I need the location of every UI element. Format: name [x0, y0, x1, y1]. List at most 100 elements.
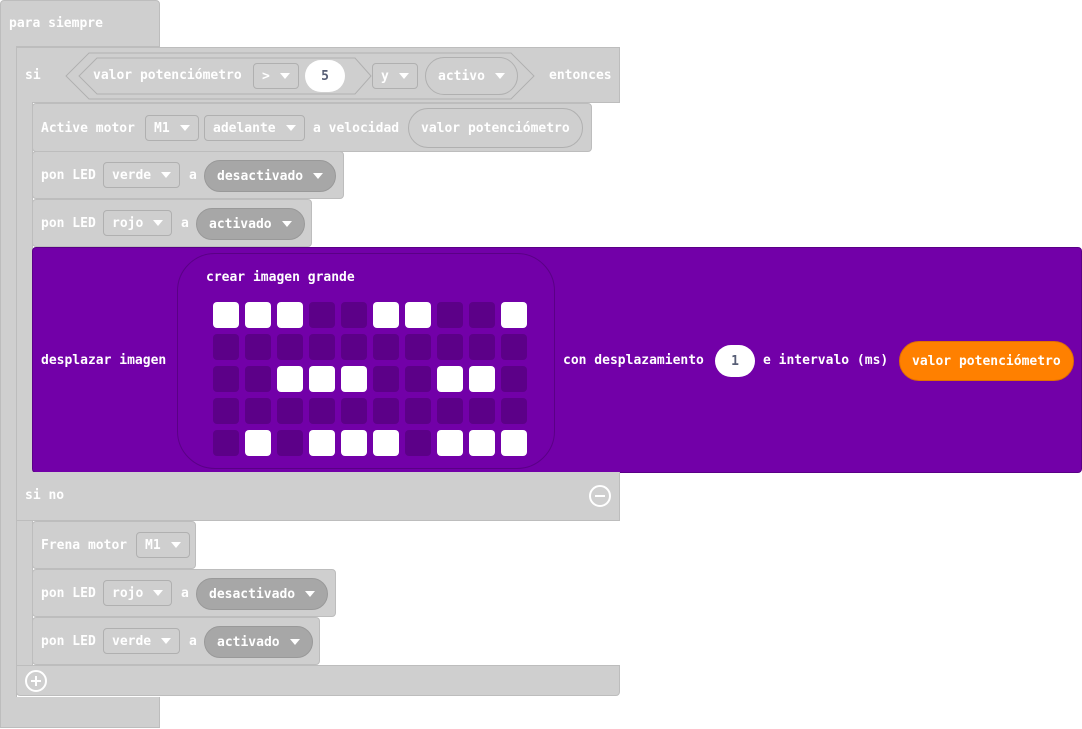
- chevron-down-icon: [153, 220, 164, 226]
- led-block[interactable]: pon LED verde a desactivado: [32, 151, 344, 199]
- led-block[interactable]: pon LED verde a activado: [32, 617, 320, 665]
- led-color-dropdown[interactable]: rojo: [103, 210, 173, 236]
- led-cell[interactable]: [277, 366, 303, 392]
- led-block[interactable]: pon LED rojo a activado: [32, 199, 312, 247]
- led-cell[interactable]: [437, 334, 463, 360]
- led-cell[interactable]: [373, 430, 399, 456]
- led-color-dropdown[interactable]: verde: [103, 162, 181, 188]
- led-cell[interactable]: [373, 398, 399, 424]
- scroll-image-block[interactable]: desplazar imagen crear imagen grande con…: [32, 247, 1082, 473]
- led-cell[interactable]: [245, 398, 271, 424]
- led-cell[interactable]: [469, 398, 495, 424]
- logic-dropdown[interactable]: y: [372, 63, 418, 89]
- big-image-reporter[interactable]: crear imagen grande: [177, 253, 555, 469]
- chevron-down-icon: [170, 542, 181, 548]
- led-cell[interactable]: [277, 302, 303, 328]
- led-state-dropdown[interactable]: desactivado: [196, 578, 329, 610]
- interval-reporter[interactable]: valor potenciómetro: [899, 341, 1074, 381]
- led-cell[interactable]: [437, 302, 463, 328]
- led-cell[interactable]: [341, 398, 367, 424]
- led-state-dropdown[interactable]: activado: [204, 626, 313, 658]
- interval-label: e intervalo (ms): [763, 353, 889, 368]
- led-cell[interactable]: [437, 366, 463, 392]
- brake-motor-dropdown[interactable]: M1: [136, 532, 190, 558]
- led-cell[interactable]: [405, 398, 431, 424]
- led-state-value: desactivado: [217, 168, 304, 184]
- led-cell[interactable]: [341, 430, 367, 456]
- if-block[interactable]: si valor potenciómetro > 5 y activo ento…: [16, 47, 620, 103]
- led-cell[interactable]: [405, 334, 431, 360]
- led-cell[interactable]: [501, 430, 527, 456]
- led-color-value: rojo: [112, 215, 144, 231]
- led-cell[interactable]: [501, 334, 527, 360]
- led-cell[interactable]: [245, 430, 271, 456]
- led-cell[interactable]: [405, 302, 431, 328]
- led-cell[interactable]: [501, 366, 527, 392]
- led-cell[interactable]: [245, 366, 271, 392]
- led-cell[interactable]: [469, 366, 495, 392]
- led-grid[interactable]: [213, 302, 527, 456]
- led-cell[interactable]: [501, 302, 527, 328]
- led-cell[interactable]: [341, 334, 367, 360]
- minus-circle-icon[interactable]: [589, 485, 611, 507]
- led-state-dropdown[interactable]: desactivado: [204, 160, 337, 192]
- led-cell[interactable]: [469, 334, 495, 360]
- active-reporter-label: activo: [438, 68, 485, 84]
- led-state-value: activado: [209, 216, 272, 232]
- led-color-dropdown[interactable]: verde: [103, 628, 181, 654]
- chevron-down-icon: [289, 639, 300, 645]
- led-cell[interactable]: [309, 398, 335, 424]
- led-cell[interactable]: [373, 366, 399, 392]
- led-cell[interactable]: [501, 398, 527, 424]
- offset-input[interactable]: 1: [715, 345, 755, 377]
- else-label: si no: [25, 488, 65, 503]
- led-cell[interactable]: [405, 430, 431, 456]
- direction-dropdown[interactable]: adelante: [204, 115, 305, 141]
- led-cell[interactable]: [213, 302, 239, 328]
- led-cell[interactable]: [309, 334, 335, 360]
- chevron-down-icon: [494, 73, 505, 79]
- led-cell[interactable]: [309, 302, 335, 328]
- motor-block[interactable]: Active motor M1 adelante a velocidad val…: [32, 103, 592, 152]
- led-block[interactable]: pon LED rojo a desactivado: [32, 569, 336, 617]
- chevron-down-icon: [279, 73, 290, 79]
- led-cell[interactable]: [373, 334, 399, 360]
- motor-dropdown[interactable]: M1: [145, 115, 199, 141]
- speed-reporter[interactable]: valor potenciómetro: [408, 108, 583, 148]
- led-cell[interactable]: [213, 366, 239, 392]
- led-cell[interactable]: [245, 334, 271, 360]
- led-cell[interactable]: [469, 302, 495, 328]
- chevron-down-icon: [281, 221, 292, 227]
- led-cell[interactable]: [373, 302, 399, 328]
- led-cell[interactable]: [213, 398, 239, 424]
- led-cell[interactable]: [341, 366, 367, 392]
- led-cell[interactable]: [437, 430, 463, 456]
- led-cell[interactable]: [277, 430, 303, 456]
- led-cell[interactable]: [277, 334, 303, 360]
- led-cell[interactable]: [309, 366, 335, 392]
- led-cell[interactable]: [437, 398, 463, 424]
- led-cell[interactable]: [341, 302, 367, 328]
- plus-circle-icon[interactable]: [25, 670, 47, 692]
- led-cell[interactable]: [245, 302, 271, 328]
- direction-value: adelante: [213, 120, 276, 136]
- logic-value: y: [381, 68, 389, 84]
- led-cell[interactable]: [213, 334, 239, 360]
- forever-block[interactable]: para siempre: [0, 0, 160, 47]
- operator-dropdown[interactable]: >: [253, 63, 299, 89]
- led-cell[interactable]: [405, 366, 431, 392]
- forever-arm: [0, 46, 17, 698]
- led-color-dropdown[interactable]: rojo: [103, 580, 173, 606]
- brake-block[interactable]: Frena motor M1: [32, 521, 196, 569]
- compare-value-input[interactable]: 5: [305, 60, 345, 92]
- led-a-label: a: [189, 168, 197, 183]
- led-cell[interactable]: [277, 398, 303, 424]
- operator-value: >: [262, 68, 270, 84]
- led-cell[interactable]: [309, 430, 335, 456]
- led-label: pon LED: [41, 216, 96, 231]
- active-reporter-pill[interactable]: activo: [425, 57, 518, 95]
- led-cell[interactable]: [213, 430, 239, 456]
- led-cell[interactable]: [469, 430, 495, 456]
- compare-value: 5: [321, 68, 329, 84]
- led-state-dropdown[interactable]: activado: [196, 208, 305, 240]
